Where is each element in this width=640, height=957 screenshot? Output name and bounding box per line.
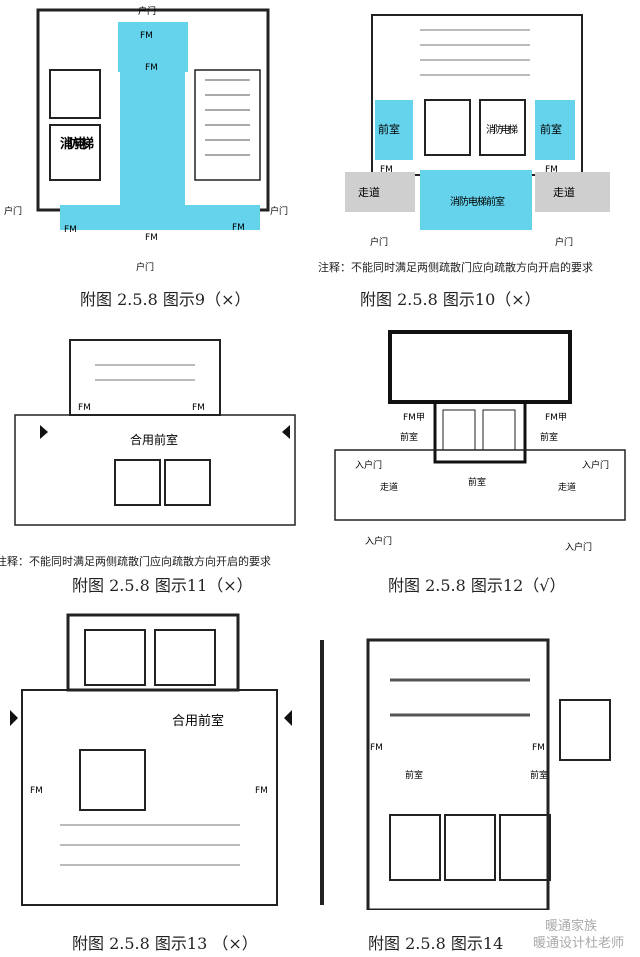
- watermark: 暖通家族 暖通设计杜老师: [533, 918, 624, 952]
- fm-label: FM: [192, 403, 205, 413]
- entry-door-label: 入户门: [565, 541, 592, 553]
- floor-plan-12: FM甲 FM甲 前室 前室 前室 走道 走道 入户门 入户门 入户门 入户门: [334, 330, 626, 553]
- elevator-anteroom-label: 消防电梯前室: [450, 195, 505, 208]
- anteroom-label: 前室: [468, 476, 486, 488]
- figure-caption: 附图 2.5.8 图示9（×）: [80, 290, 251, 309]
- fm-label: FM: [380, 165, 393, 175]
- elevator-label: 消防电梯: [486, 123, 518, 136]
- floor-plan-11: 合用前室 FM FM: [14, 339, 296, 526]
- door-label: 户门: [555, 236, 573, 248]
- corridor-label: 走道: [553, 185, 575, 199]
- door-label: 户门: [138, 5, 156, 17]
- figure-13: 合用前室 FM FM 附图 2.5.8 图示13 （×）: [0, 600, 320, 957]
- fm-label: FM: [140, 31, 153, 41]
- figure-14: 前室 前室 FM FM 附图 2.5.8 图示14 暖通家族 暖通设计杜老师: [320, 600, 640, 957]
- entry-door-label: 入户门: [365, 535, 392, 547]
- watermark-line2: 暖通设计杜老师: [533, 936, 625, 951]
- anteroom-label: 前室: [540, 122, 562, 136]
- fm-label: FM: [145, 233, 158, 243]
- fm-label: FM: [532, 743, 545, 753]
- door-label: 户门: [370, 236, 388, 248]
- floor-plan-10: 前室 前室 消防电梯 走道 走道 消防电梯前室 FM FM 户门 户门: [345, 14, 610, 248]
- figure-11: 合用前室 FM FM 注释：不能同时满足两侧疏散门应向疏散方向开启的要求 附图 …: [0, 320, 320, 595]
- fm-label: FM: [545, 165, 558, 175]
- fm-label: FM甲: [545, 412, 567, 423]
- figure-caption: 附图 2.5.8 图示12（√）: [388, 576, 566, 595]
- fm-label: FM: [145, 63, 158, 73]
- door-label: 户门: [270, 205, 288, 217]
- figure-caption: 附图 2.5.8 图示11（×）: [72, 576, 253, 595]
- corridor-label: 走道: [380, 481, 398, 493]
- shared-anteroom-label: 合用前室: [172, 713, 224, 729]
- floor-plan-13: 合用前室 FM FM: [10, 613, 292, 906]
- fm-label: FM: [232, 223, 245, 233]
- fm-label: FM甲: [403, 412, 425, 423]
- floor-plan-14: 前室 前室 FM FM: [320, 638, 611, 910]
- fm-label: FM: [30, 786, 43, 796]
- fm-label: FM: [370, 743, 383, 753]
- anteroom-label: 前室: [530, 769, 548, 781]
- fm-label: FM: [78, 403, 91, 413]
- corridor-label: 走道: [558, 481, 576, 493]
- shared-anteroom-label: 合用前室: [130, 432, 178, 447]
- fm-label: FM: [255, 786, 268, 796]
- anteroom-label: 前室: [378, 122, 400, 136]
- corridor-label: 走道: [358, 185, 380, 199]
- anteroom-label: 前室: [540, 431, 558, 443]
- anteroom-label: 前室: [405, 769, 423, 781]
- watermark-line1: 暖通家族: [545, 919, 598, 934]
- figure-10: 前室 前室 消防电梯 走道 走道 消防电梯前室 FM FM 户门 户门 注释：不…: [318, 0, 640, 310]
- door-label: 户门: [136, 261, 154, 273]
- figure-12: FM甲 FM甲 前室 前室 前室 走道 走道 入户门 入户门 入户门 入户门 附…: [320, 320, 640, 595]
- anteroom-label: 前室: [400, 431, 418, 443]
- entry-door-label: 入户门: [582, 459, 609, 471]
- figure-caption: 附图 2.5.8 图示13 （×）: [72, 934, 258, 953]
- fm-label: FM: [64, 225, 77, 235]
- floor-plan-9: FM FM FM FM FM 户门 户门 户门 户门 消防电梯: [4, 5, 288, 273]
- note: 注释：不能同时满足两侧疏散门应向疏散方向开启的要求: [0, 555, 271, 568]
- entry-door-label: 入户门: [355, 459, 382, 471]
- figure-9: FM FM FM FM FM 户门 户门 户门 户门 消防电梯 附图 2.5.8…: [0, 0, 320, 309]
- note: 注释：不能同时满足两侧疏散门应向疏散方向开启的要求: [318, 261, 593, 274]
- figure-caption: 附图 2.5.8 图示14: [368, 934, 504, 953]
- elevator-label: 消防电梯: [60, 136, 94, 152]
- door-label: 户门: [4, 205, 22, 217]
- figure-caption: 附图 2.5.8 图示10（×）: [360, 290, 541, 309]
